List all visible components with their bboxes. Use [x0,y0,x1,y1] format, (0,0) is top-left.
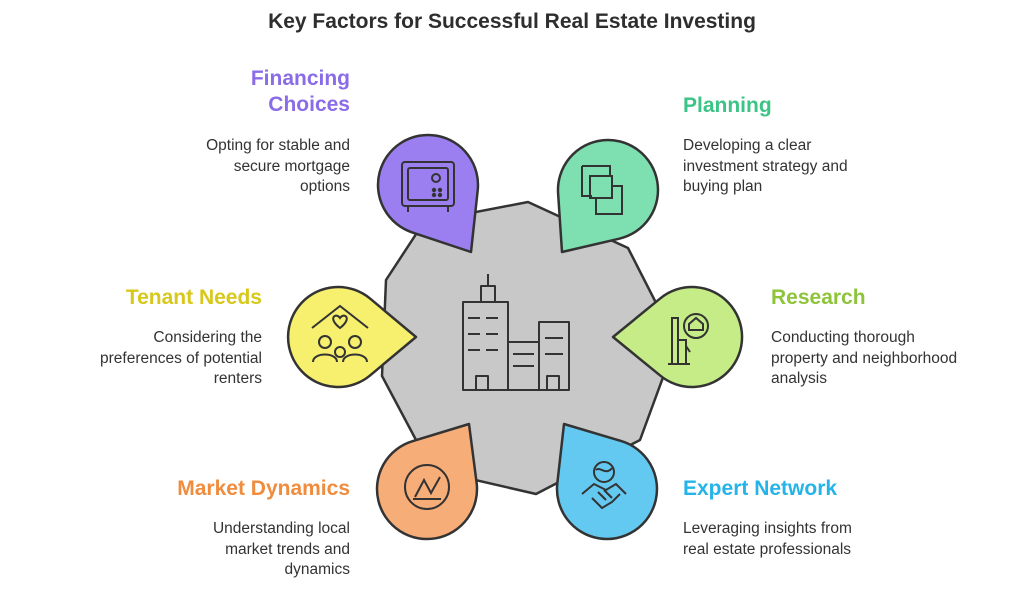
factor-desc-tenant: Considering the preferences of potential… [100,329,262,387]
factor-desc-financing: Opting for stable and secure mortgage op… [206,137,350,195]
office-buildings-icon [462,274,570,391]
factor-desc-research: Conducting thorough property and neighbo… [771,329,958,387]
factor-desc-market: Understanding local market trends and dy… [212,520,350,578]
family-home-icon [311,304,369,363]
overlapping-squares-icon [581,165,623,215]
petal-market [375,422,479,541]
trend-chart-icon [404,464,450,510]
city-search-icon [668,313,709,365]
factor-desc-network: Leveraging insights from real estate pro… [683,520,852,558]
petal-financing [376,133,480,254]
factor-desc-planning: Developing a clear investment strategy a… [683,137,848,195]
factor-label-financing: Financing Choices [250,67,350,116]
safe-icon [401,161,455,212]
petal-planning [556,138,660,254]
handshake-globe-icon [581,461,627,510]
factor-label-market: Market Dynamics [177,477,350,500]
page-title: Key Factors for Successful Real Estate I… [268,10,756,33]
factor-label-research: Research [771,286,866,309]
factor-label-network: Expert Network [683,477,838,500]
factor-label-tenant: Tenant Needs [125,286,262,309]
factor-label-planning: Planning [683,94,772,117]
